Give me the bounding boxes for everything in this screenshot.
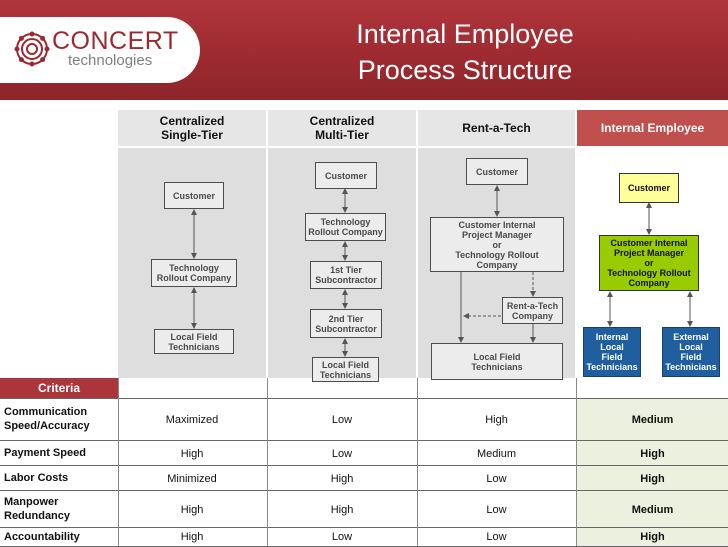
multi-tier1-box: 1st Tier Subcontractor [310,261,382,289]
page-title: Internal Employee Process Structure [310,16,620,88]
cell-labor-single: Minimized [167,472,217,485]
cell-communication-multi: Low [331,414,353,426]
row-label-manpower: Manpower Redundancy [4,496,71,522]
cell-manpower-internal: Medium [577,491,728,528]
cell-accountability-multi: Low [331,531,353,543]
cell-manpower-rent: Low [486,503,507,516]
cell-payment-rent: Medium [476,447,517,460]
multi-rollout-box: Technology Rollout Company [305,213,386,241]
external-local-techs-box: External Local Field Technicians [662,327,720,377]
cell-labor-internal: High [577,466,728,491]
column-header-multi-tier: Centralized Multi-Tier [268,110,416,146]
criteria-header: Criteria [0,378,118,398]
column-header-internal-employee: Internal Employee [577,110,728,146]
cell-communication-internal: Medium [577,399,728,441]
row-label-labor-costs: Labor Costs [4,472,69,484]
cell-accountability-rent: Low [486,531,507,543]
column-header-single-tier: Centralized Single-Tier [118,110,266,146]
row-label-communication: Communication Speed/Accuracy [4,406,90,432]
rent-a-tech-company-box: Rent-a-Tech Company [502,297,563,324]
internal-local-techs-box: Internal Local Field Technicians [583,327,641,377]
internal-customer-box: Customer [619,173,679,203]
header-banner: CONCERT technologies Internal Employee P… [0,0,728,100]
cell-accountability-single: High [180,531,204,543]
table-row: Accountability High Low Low High [0,527,728,547]
cell-labor-rent: Low [486,472,507,485]
rent-pm-box: Customer Internal Project Manager or Tec… [430,217,564,272]
title-line-2: Process Structure [357,55,573,85]
cell-accountability-internal: High [577,528,728,546]
multi-tier2-box: 2nd Tier Subcontractor [310,309,382,338]
column-header-rent-a-tech: Rent-a-Tech [418,110,575,146]
table-divider [267,378,268,546]
cell-payment-internal: High [577,441,728,466]
table-divider [576,378,577,546]
table-row: Manpower Redundancy High High Low Medium [0,490,728,528]
row-label-payment-speed: Payment Speed [4,447,86,459]
table-divider [118,378,119,546]
multi-customer-box: Customer [315,162,377,189]
cell-communication-single: Maximized [165,414,219,426]
table-row: Communication Speed/Accuracy Maximized L… [0,398,728,441]
rose-logo-icon [14,31,50,67]
cell-payment-multi: Low [331,447,353,460]
left-blank-zone [0,148,118,378]
title-line-1: Internal Employee [356,19,574,49]
single-rollout-box: Technology Rollout Company [151,259,237,287]
table-row: Payment Speed High Low Medium High [0,440,728,466]
single-customer-box: Customer [164,182,224,209]
logo: CONCERT technologies [0,17,200,83]
cell-communication-rent: High [485,414,508,426]
cell-manpower-single: High [180,503,204,516]
cell-labor-multi: High [330,472,354,485]
multi-local-techs-box: Local Field Technicians [312,357,379,382]
internal-pm-box: Customer Internal Project Manager or Tec… [599,235,699,291]
table-divider [417,378,418,546]
table-row: Labor Costs Minimized High Low High [0,465,728,491]
single-local-techs-box: Local Field Technicians [154,329,234,354]
logo-subtitle: technologies [68,52,153,69]
cell-manpower-multi: High [330,503,354,516]
row-label-accountability: Accountability [4,531,80,543]
rent-customer-box: Customer [466,158,528,185]
rent-local-techs-box: Local Field Technicians [431,343,563,380]
logo-name: CONCERT [52,27,179,55]
cell-payment-single: High [180,447,204,460]
